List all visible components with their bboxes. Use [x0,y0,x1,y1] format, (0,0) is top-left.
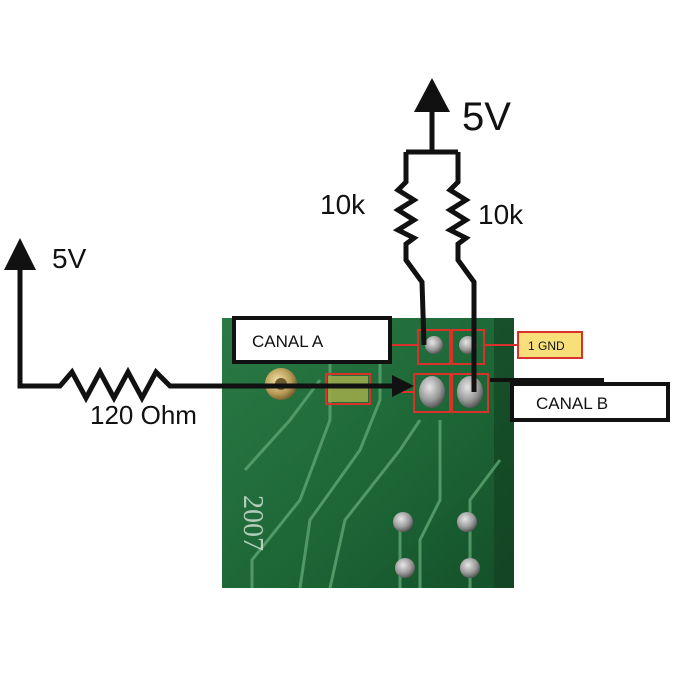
canal-a-label: CANAL A [252,332,324,351]
resistor-label-10k-right: 10k [478,199,524,230]
solder-pad-icon [393,512,413,532]
solder-pad-icon [425,336,443,354]
solder-pad-icon [419,376,445,408]
gnd-pin-label-box: 1 GND [517,331,583,359]
solder-pad-icon [395,558,415,578]
pcb-silkscreen-text: 2007 [237,495,268,551]
resistor-10k-right [444,152,477,392]
canal-b-label-box: CANAL B [490,378,670,422]
arrow-up-icon [414,78,450,112]
arrow-up-icon [4,238,36,270]
solder-pad-icon [457,512,477,532]
resistor-label-120-ohm: 120 Ohm [90,400,197,430]
canal-a-label-box: CANAL A [232,316,392,364]
arrow-right-icon [392,375,414,397]
canal-b-label: CANAL B [536,394,608,413]
resistor-10k-left [392,152,427,346]
resistor-label-10k-left: 10k [320,189,366,220]
solder-pad-icon [457,376,483,408]
supply-label-left: 5V [52,243,87,274]
pcb-pad-highlight [328,376,368,402]
supply-label-right: 5V [462,95,511,139]
gnd-pin-label: 1 GND [528,339,565,353]
solder-pad-icon [460,558,480,578]
pin-connector-lines [392,344,518,393]
resistor-120-ohm [17,266,400,404]
pin-highlights [325,329,489,413]
wires [17,112,477,404]
